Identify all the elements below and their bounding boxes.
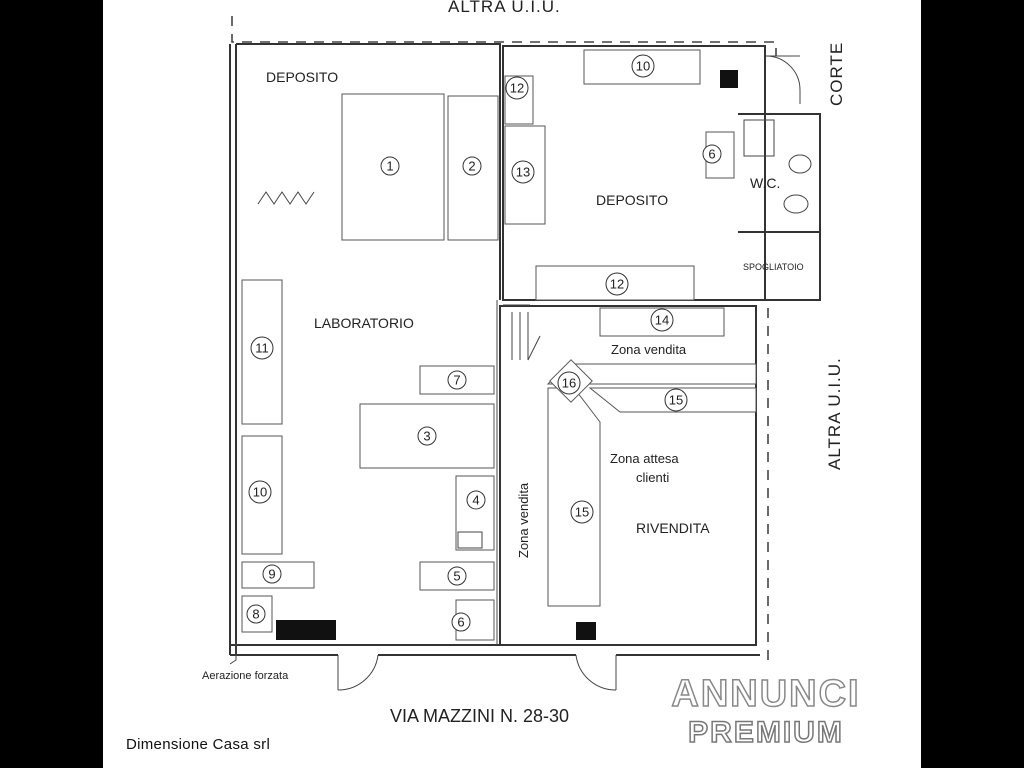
svg-text:12: 12 <box>510 81 524 96</box>
zona-vendita-side: Zona vendita <box>516 482 531 558</box>
svg-text:6: 6 <box>457 615 464 630</box>
marker-10-top: 10 <box>631 54 655 78</box>
room-deposito-right: DEPOSITO <box>596 192 668 208</box>
svg-text:9: 9 <box>268 567 275 582</box>
wall-wc <box>738 113 821 301</box>
furniture-2 <box>447 95 499 241</box>
annunci-premium-watermark: ANNUNCI PREMIUM <box>671 672 860 746</box>
svg-text:3: 3 <box>423 429 430 444</box>
marker-15-left: 15 <box>570 500 594 524</box>
svg-text:14: 14 <box>655 313 669 328</box>
svg-text:15: 15 <box>669 393 683 408</box>
marker-1: 1 <box>380 156 400 176</box>
room-spogliatoio: SPOGLIATOIO <box>743 262 804 272</box>
zona-attesa-line1: Zona attesa <box>610 451 679 466</box>
svg-text:10: 10 <box>253 485 267 500</box>
shower <box>743 119 775 157</box>
marker-9: 9 <box>262 564 282 584</box>
wall-deposito-left <box>236 43 501 300</box>
zona-attesa-line2: clienti <box>636 470 669 485</box>
credit-text: Dimensione Casa srl <box>126 736 271 753</box>
svg-text:5: 5 <box>453 569 460 584</box>
marker-7: 7 <box>447 370 467 390</box>
label-street: VIA MAZZINI N. 28-30 <box>390 706 569 726</box>
svg-text:1: 1 <box>386 159 393 174</box>
watermark-line2: PREMIUM <box>688 716 844 746</box>
svg-text:7: 7 <box>453 373 460 388</box>
exit-sign-icon <box>720 70 738 88</box>
svg-text:16: 16 <box>562 376 576 391</box>
marker-14: 14 <box>650 308 674 332</box>
marker-6-dep: 6 <box>702 144 722 164</box>
sink-4 <box>457 531 483 549</box>
marker-2: 2 <box>462 156 482 176</box>
boundary-top-dashed <box>231 16 777 56</box>
furniture-15-left <box>547 387 601 607</box>
zona-vendita-top: Zona vendita <box>611 342 687 357</box>
room-deposito-left: DEPOSITO <box>266 69 338 85</box>
stair-entry <box>503 304 541 361</box>
room-laboratorio: LABORATORIO <box>314 315 414 331</box>
marker-5: 5 <box>447 566 467 586</box>
svg-text:15: 15 <box>575 505 589 520</box>
folding-partition <box>257 191 315 205</box>
marker-10-left: 10 <box>248 480 272 504</box>
room-rivendita: RIVENDITA <box>636 520 710 536</box>
marker-6-lab: 6 <box>451 612 471 632</box>
svg-text:6: 6 <box>708 147 715 162</box>
door-lab <box>337 654 379 691</box>
wc-bowl <box>788 154 812 174</box>
marker-3: 3 <box>417 426 437 446</box>
aeration-pointer <box>229 640 237 665</box>
marker-12-top: 12 <box>505 76 529 100</box>
wc-sink <box>783 194 809 214</box>
svg-text:2: 2 <box>468 159 475 174</box>
svg-text:11: 11 <box>255 341 269 356</box>
furniture-10-top <box>583 49 701 85</box>
svg-text:10: 10 <box>636 59 650 74</box>
room-wc: W.C. <box>750 175 780 191</box>
marker-11: 11 <box>250 336 274 360</box>
label-aerazione: Aerazione forzata <box>202 670 289 682</box>
door-corte <box>765 55 801 104</box>
label-altra-top: ALTRA U.I.U. <box>448 0 561 16</box>
furniture-4 <box>455 475 495 551</box>
door-shop <box>575 654 617 691</box>
marker-15-right: 15 <box>664 388 688 412</box>
watermark-line1: ANNUNCI <box>671 673 860 715</box>
label-altra-right: ALTRA U.I.U. <box>825 357 844 470</box>
electrical-panel-icon <box>276 620 336 640</box>
marker-13: 13 <box>511 160 535 184</box>
svg-text:4: 4 <box>472 493 479 508</box>
svg-text:13: 13 <box>516 165 530 180</box>
exit-sign-icon <box>576 622 596 640</box>
wall-rivendita <box>499 305 757 646</box>
marker-8: 8 <box>246 604 266 624</box>
marker-12-bottom: 12 <box>605 272 629 296</box>
svg-text:8: 8 <box>252 607 259 622</box>
marker-16: 16 <box>557 371 581 395</box>
marker-4: 4 <box>466 490 486 510</box>
svg-text:12: 12 <box>610 277 624 292</box>
label-corte: CORTE <box>827 42 846 106</box>
